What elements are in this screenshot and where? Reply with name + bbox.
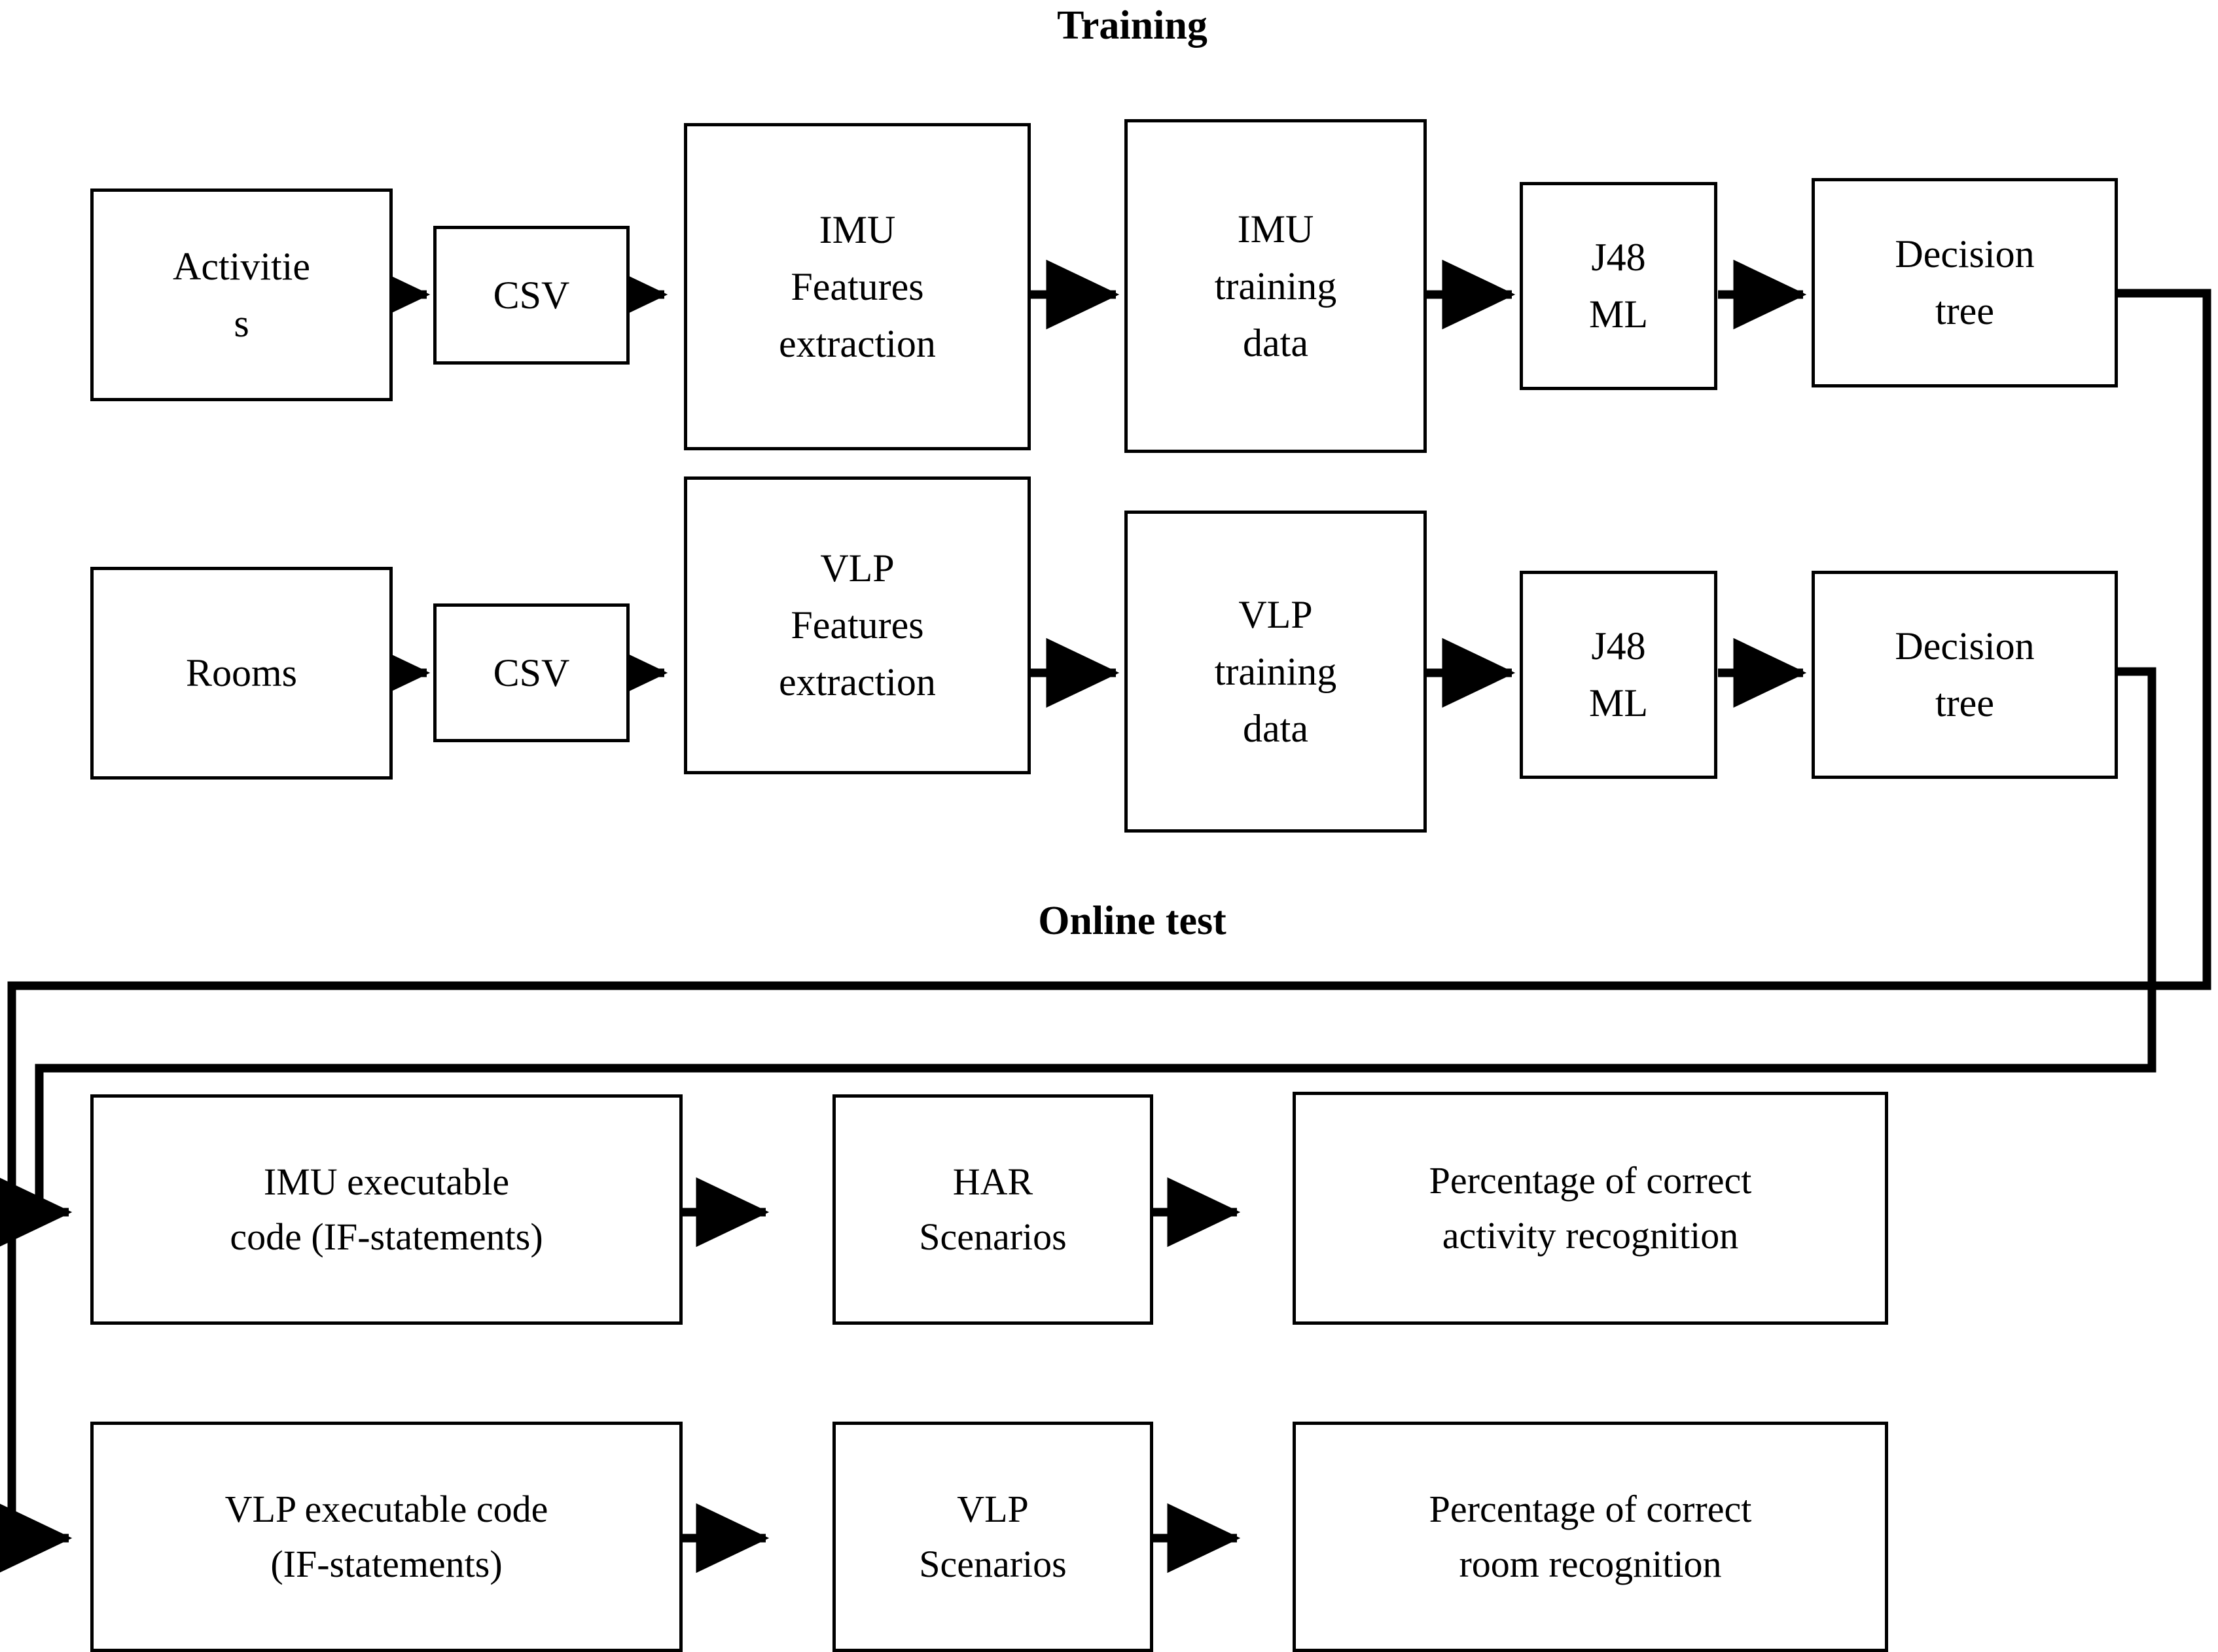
node-rooms[interactable]: Rooms bbox=[90, 567, 393, 780]
node-csv-vlp[interactable]: CSV bbox=[433, 603, 630, 742]
node-dtree-vlp-line-2: tree bbox=[1935, 681, 1994, 725]
node-vlp-training-data[interactable]: VLP training data bbox=[1124, 511, 1427, 833]
node-activities-line-2: s bbox=[234, 301, 249, 345]
node-imu-exec-line-2: code (IF-statements) bbox=[230, 1215, 543, 1258]
node-dtree-imu-line-2: tree bbox=[1935, 289, 1994, 332]
node-imu-features-line-2: Features bbox=[791, 264, 924, 308]
node-imu-training-line-1: IMU bbox=[1237, 207, 1314, 251]
node-vlp-features-line-2: Features bbox=[791, 603, 924, 647]
node-j48-ml-vlp[interactable]: J48 ML bbox=[1520, 571, 1717, 779]
node-vlp-exec-line-2: (IF-statements) bbox=[270, 1543, 503, 1585]
node-vlp-exec-line-1: VLP executable code bbox=[224, 1487, 548, 1530]
node-percentage-correct-activity-recognition[interactable]: Percentage of correct activity recogniti… bbox=[1293, 1092, 1888, 1325]
node-dtree-vlp-line-1: Decision bbox=[1895, 624, 2035, 668]
node-rooms-line-1: Rooms bbox=[185, 651, 298, 694]
node-vlp-scenarios-line-1: VLP bbox=[957, 1487, 1029, 1530]
node-vlp-scenarios[interactable]: VLP Scenarios bbox=[832, 1422, 1153, 1652]
node-imu-executable-code[interactable]: IMU executable code (IF-statements) bbox=[90, 1094, 683, 1325]
node-imu-features-line-3: extraction bbox=[779, 321, 936, 365]
node-vlp-training-line-3: data bbox=[1243, 706, 1308, 750]
node-imu-exec-line-1: IMU executable bbox=[263, 1160, 510, 1203]
node-vlp-training-line-2: training bbox=[1214, 649, 1337, 693]
node-j48-imu-line-2: ML bbox=[1589, 293, 1648, 336]
node-pct-room-line-1: Percentage of correct bbox=[1429, 1487, 1752, 1530]
node-imu-training-line-2: training bbox=[1214, 264, 1337, 308]
node-har-scenarios-line-1: HAR bbox=[952, 1160, 1033, 1203]
node-decision-tree-imu[interactable]: Decision tree bbox=[1812, 178, 2118, 387]
node-pct-activity-line-2: activity recognition bbox=[1442, 1214, 1739, 1257]
node-j48-vlp-line-2: ML bbox=[1589, 681, 1648, 725]
node-imu-training-data[interactable]: IMU training data bbox=[1124, 119, 1427, 453]
node-csv-imu-line-1: CSV bbox=[493, 273, 570, 317]
section-title-training: Training bbox=[1057, 3, 1207, 48]
node-j48-imu-line-1: J48 bbox=[1591, 236, 1646, 279]
node-pct-room-line-2: room recognition bbox=[1459, 1543, 1722, 1585]
node-vlp-training-line-1: VLP bbox=[1238, 592, 1313, 636]
node-activities-line-1: Activitie bbox=[173, 244, 310, 288]
node-imu-training-line-3: data bbox=[1243, 321, 1308, 365]
node-decision-tree-vlp[interactable]: Decision tree bbox=[1812, 571, 2118, 779]
node-activities[interactable]: Activitie s bbox=[90, 189, 393, 401]
node-vlp-features-line-1: VLP bbox=[820, 547, 895, 590]
node-percentage-correct-room-recognition[interactable]: Percentage of correct room recognition bbox=[1293, 1422, 1888, 1652]
node-csv-vlp-line-1: CSV bbox=[493, 651, 570, 694]
node-har-scenarios-line-2: Scenarios bbox=[919, 1215, 1067, 1258]
node-csv-imu[interactable]: CSV bbox=[433, 226, 630, 365]
node-j48-vlp-line-1: J48 bbox=[1591, 624, 1646, 668]
node-vlp-features-line-3: extraction bbox=[779, 660, 936, 704]
node-vlp-features-extraction[interactable]: VLP Features extraction bbox=[684, 476, 1031, 774]
node-har-scenarios[interactable]: HAR Scenarios bbox=[832, 1094, 1153, 1325]
node-j48-ml-imu[interactable]: J48 ML bbox=[1520, 182, 1717, 390]
node-imu-features-extraction[interactable]: IMU Features extraction bbox=[684, 123, 1031, 450]
section-title-online-test: Online test bbox=[1038, 899, 1226, 943]
node-dtree-imu-line-1: Decision bbox=[1895, 232, 2035, 276]
node-imu-features-line-1: IMU bbox=[819, 207, 896, 251]
node-vlp-executable-code[interactable]: VLP executable code (IF-statements) bbox=[90, 1422, 683, 1652]
node-vlp-scenarios-line-2: Scenarios bbox=[919, 1543, 1067, 1585]
node-pct-activity-line-1: Percentage of correct bbox=[1429, 1158, 1752, 1202]
